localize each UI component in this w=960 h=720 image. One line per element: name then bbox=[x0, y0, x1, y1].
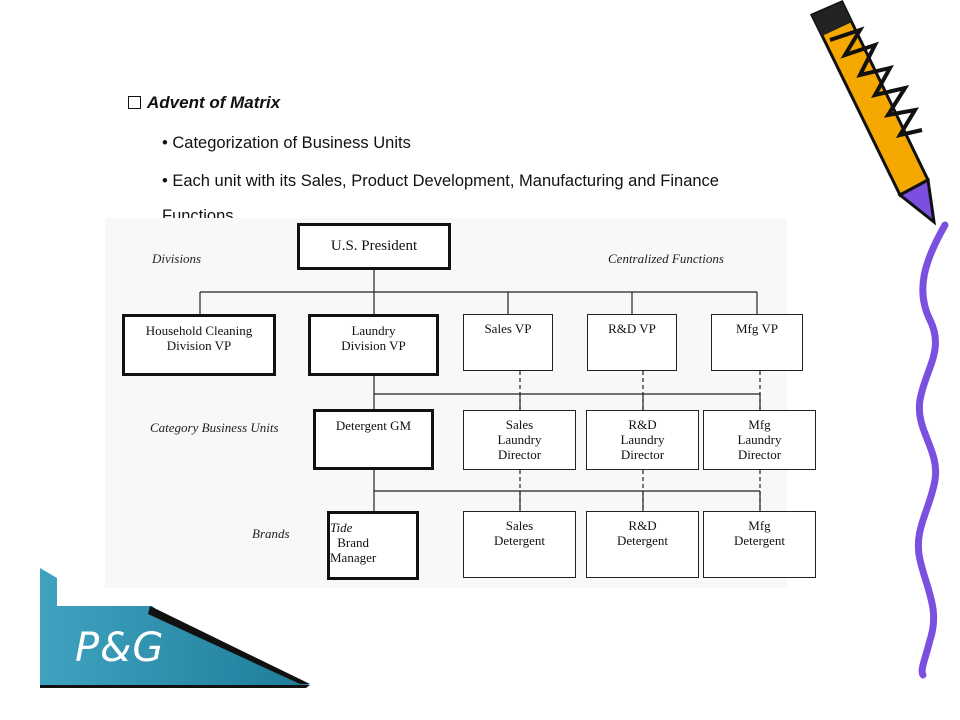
node-household-cleaning-vp: Household Cleaning Division VP bbox=[122, 314, 276, 376]
node-sales-detergent: Sales Detergent bbox=[463, 511, 576, 578]
node-mfg-detergent: Mfg Detergent bbox=[703, 511, 816, 578]
label-brands: Brands bbox=[252, 526, 290, 541]
squiggle-decoration-icon bbox=[914, 221, 949, 679]
pencil-icon bbox=[809, 0, 937, 226]
tide-brand-name: Tide bbox=[330, 520, 353, 535]
node-detergent-gm: Detergent GM bbox=[313, 409, 434, 470]
node-us-president: U.S. President bbox=[297, 223, 451, 270]
node-laundry-division-vp: Laundry Division VP bbox=[308, 314, 439, 376]
label-category-business-units: Category Business Units bbox=[150, 420, 279, 435]
label-centralized-functions: Centralized Functions bbox=[608, 251, 724, 266]
node-rd-detergent: R&D Detergent bbox=[586, 511, 699, 578]
slide-heading-text: Advent of Matrix bbox=[147, 93, 281, 112]
bullet-item: • Categorization of Business Units bbox=[162, 134, 411, 152]
bullet-item-cut: Functions bbox=[162, 207, 234, 218]
bullet-item: • Each unit with its Sales, Product Deve… bbox=[162, 172, 719, 190]
checkbox-bullet-icon bbox=[128, 96, 141, 109]
node-mfg-laundry-director: Mfg Laundry Director bbox=[703, 410, 816, 470]
brand-manager-title: Brand Manager bbox=[330, 535, 377, 565]
node-rd-laundry-director: R&D Laundry Director bbox=[586, 410, 699, 470]
slide-heading: Advent of Matrix bbox=[128, 93, 280, 113]
node-sales-laundry-director: Sales Laundry Director bbox=[463, 410, 576, 470]
pg-logo-text: P&G bbox=[75, 625, 165, 671]
node-sales-vp: Sales VP bbox=[463, 314, 553, 371]
node-rd-vp: R&D VP bbox=[587, 314, 677, 371]
node-mfg-vp: Mfg VP bbox=[711, 314, 803, 371]
label-divisions: Divisions bbox=[152, 251, 202, 266]
node-tide-brand-manager: Tide Brand Manager bbox=[327, 511, 419, 580]
